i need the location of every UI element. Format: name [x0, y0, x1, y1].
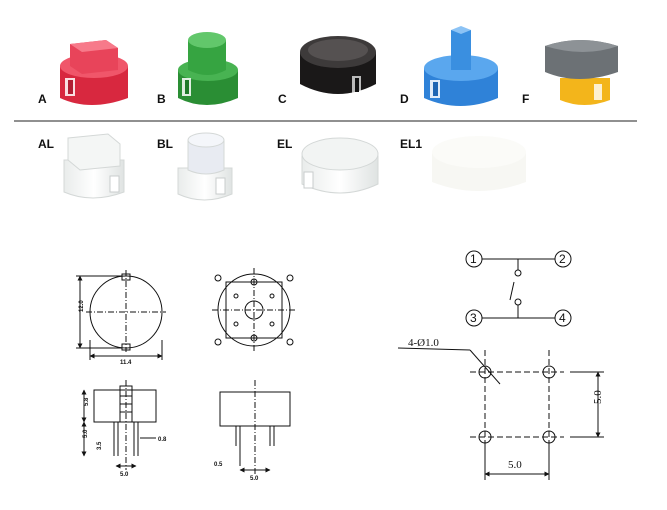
pin-1: 1 [470, 252, 477, 266]
pin-2: 2 [559, 252, 566, 266]
top-view-drawing [76, 270, 166, 360]
pin-3: 3 [470, 311, 477, 325]
footprint-pitch-x: 5.0 [508, 459, 522, 471]
product-label-d: D [400, 92, 409, 106]
cap-el [301, 137, 379, 194]
side-view-2-drawing [219, 380, 291, 476]
cap-al [63, 133, 125, 199]
cap-b [178, 32, 238, 105]
product-label-bl: BL [157, 137, 173, 151]
product-label-a: A [38, 92, 47, 106]
product-label-el: EL [277, 137, 293, 151]
side-view-drawing [81, 380, 157, 470]
cap-c [300, 36, 376, 94]
bottom-view-drawing [212, 268, 296, 352]
pin-4: 4 [559, 311, 566, 325]
cap-a [60, 40, 128, 105]
cap-f [545, 40, 618, 105]
dim-side2-pitch: 5.0 [250, 476, 259, 482]
dim-side-pitch: 5.0 [120, 472, 129, 478]
product-label-el1: EL1 [400, 137, 423, 151]
dim-side-height: 5.8 [84, 397, 90, 406]
dim-side2-pinw: 0.5 [214, 462, 223, 468]
footprint-pitch-y: 5.0 [592, 390, 604, 404]
dim-width: 11.4 [120, 360, 132, 366]
switch-schematic [465, 250, 572, 327]
cap-bl [177, 132, 233, 201]
product-label-c: C [278, 92, 287, 106]
footprint-hole: 4-Ø1.0 [408, 337, 439, 349]
cap-d [424, 26, 498, 106]
pcb-footprint [397, 347, 604, 480]
dim-side-pin: 3.5 [97, 441, 103, 450]
dim-side-body: 5.0 [83, 429, 89, 438]
product-label-al: AL [38, 137, 54, 151]
cap-el1 [432, 136, 526, 191]
dim-side-pinw: 0.8 [158, 437, 167, 443]
product-label-b: B [157, 92, 166, 106]
product-label-f: F [522, 92, 530, 106]
dim-height: 12.0 [79, 300, 85, 312]
